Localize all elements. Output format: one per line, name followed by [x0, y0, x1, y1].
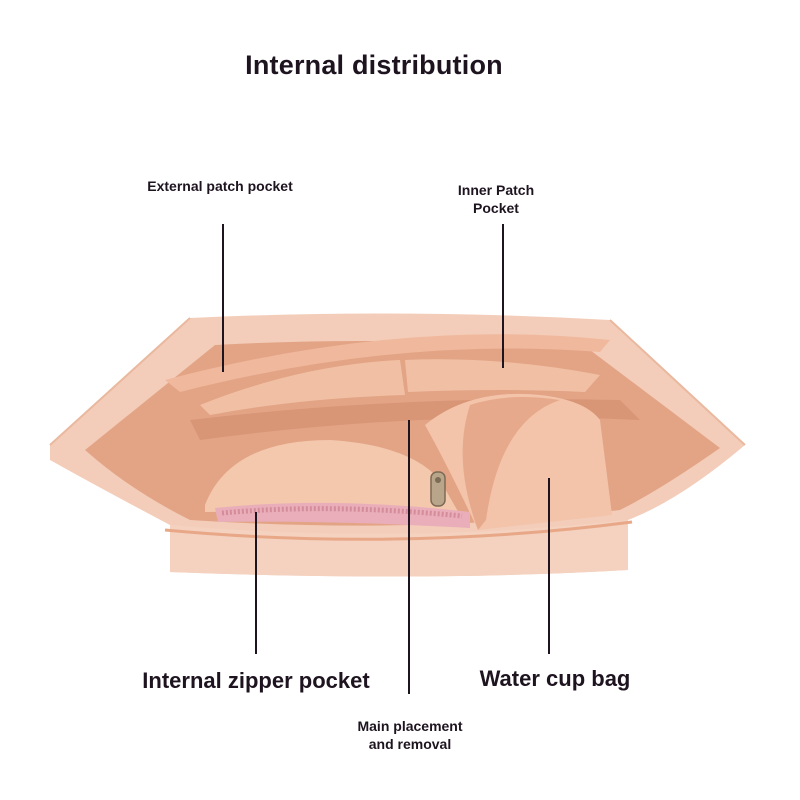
page-title: Internal distribution: [245, 50, 503, 80]
rim-right: [609, 319, 746, 446]
leader-zipper-pocket: [255, 512, 257, 654]
front-wall-rim: [164, 520, 633, 541]
label-inner-patch-pocket: Inner Patch Pocket: [436, 181, 556, 217]
leader-inner-patch: [502, 224, 504, 368]
label-main-placement-line1: Main placement: [357, 718, 463, 734]
zipper-pocket-body: [205, 440, 460, 515]
label-inner-patch-line1: Inner Patch: [457, 182, 535, 198]
label-main-placement-line2: and removal: [368, 736, 452, 752]
label-internal-zipper-pocket: Internal zipper pocket: [142, 668, 370, 693]
inner-patch-pocket-left: [200, 360, 405, 415]
water-cup-inner: [462, 396, 560, 530]
label-external-patch-pocket: External patch pocket: [147, 178, 293, 194]
rim-left: [49, 317, 191, 446]
label-water-cup-bag: Water cup bag: [479, 666, 631, 691]
inner-patch-pocket-right: [405, 359, 600, 392]
label-main-placement: Main placement and removal: [330, 717, 490, 753]
label-inner-patch-line2: Pocket: [473, 200, 519, 216]
zipper-teeth: [221, 506, 463, 519]
leader-external-patch: [222, 224, 224, 372]
leader-main-placement: [408, 420, 410, 694]
zipper-puller-icon: [430, 471, 446, 507]
leader-water-cup: [548, 478, 550, 654]
back-rim: [165, 334, 610, 392]
